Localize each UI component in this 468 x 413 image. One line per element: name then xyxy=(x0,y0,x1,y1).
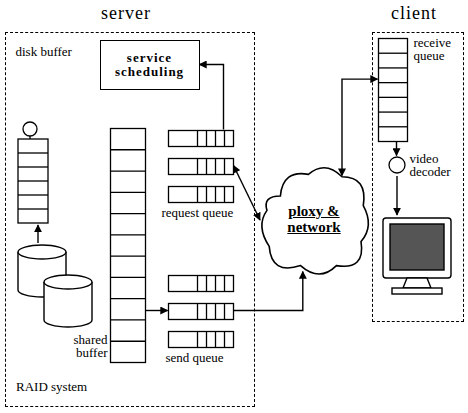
decoder-arrow xyxy=(396,176,397,215)
node-label: shared buffer xyxy=(64,333,108,360)
node-shape xyxy=(168,130,234,202)
client-region: receive queuevideo decoderclient xyxy=(372,32,464,322)
node-label: disk buffer xyxy=(16,45,80,59)
shared-buffer: shared buffer xyxy=(110,128,146,363)
disk-arrow xyxy=(37,225,38,243)
node-shape xyxy=(110,128,146,363)
region-label: RAID system xyxy=(16,380,87,394)
node-label: request queue xyxy=(162,206,252,220)
connector-arrow xyxy=(234,272,303,311)
node-label: video decoder xyxy=(410,152,460,179)
scheduler-box: service scheduling xyxy=(100,40,200,90)
send-queue: send queue xyxy=(168,275,234,347)
node-label: ploxy & network xyxy=(274,204,354,236)
decoder-circle: video decoder xyxy=(388,156,406,174)
disk-buffer-queue: disk buffer xyxy=(12,45,82,225)
node-shape xyxy=(378,38,408,142)
connector-arrow xyxy=(234,166,261,221)
monitor xyxy=(383,218,451,294)
receive-queue: receive queue xyxy=(378,38,408,142)
raid-disk xyxy=(44,275,92,327)
node-label: service scheduling xyxy=(105,51,195,78)
request-queue: request queue xyxy=(168,130,234,202)
connector-arrow xyxy=(146,310,168,311)
node-shape xyxy=(388,156,406,174)
server-region: service scheduling disk buffer request que… xyxy=(5,32,255,407)
node-label: server xyxy=(101,4,191,23)
connector-arrow xyxy=(200,65,224,130)
node-label: send queue xyxy=(166,351,246,365)
connector-arrow xyxy=(396,142,397,156)
network-cloud: ploxy & network xyxy=(258,160,370,280)
node-shape xyxy=(12,45,82,225)
node-label: receive queue xyxy=(414,36,464,63)
node-shape xyxy=(168,275,234,347)
node-label: client xyxy=(391,4,461,23)
